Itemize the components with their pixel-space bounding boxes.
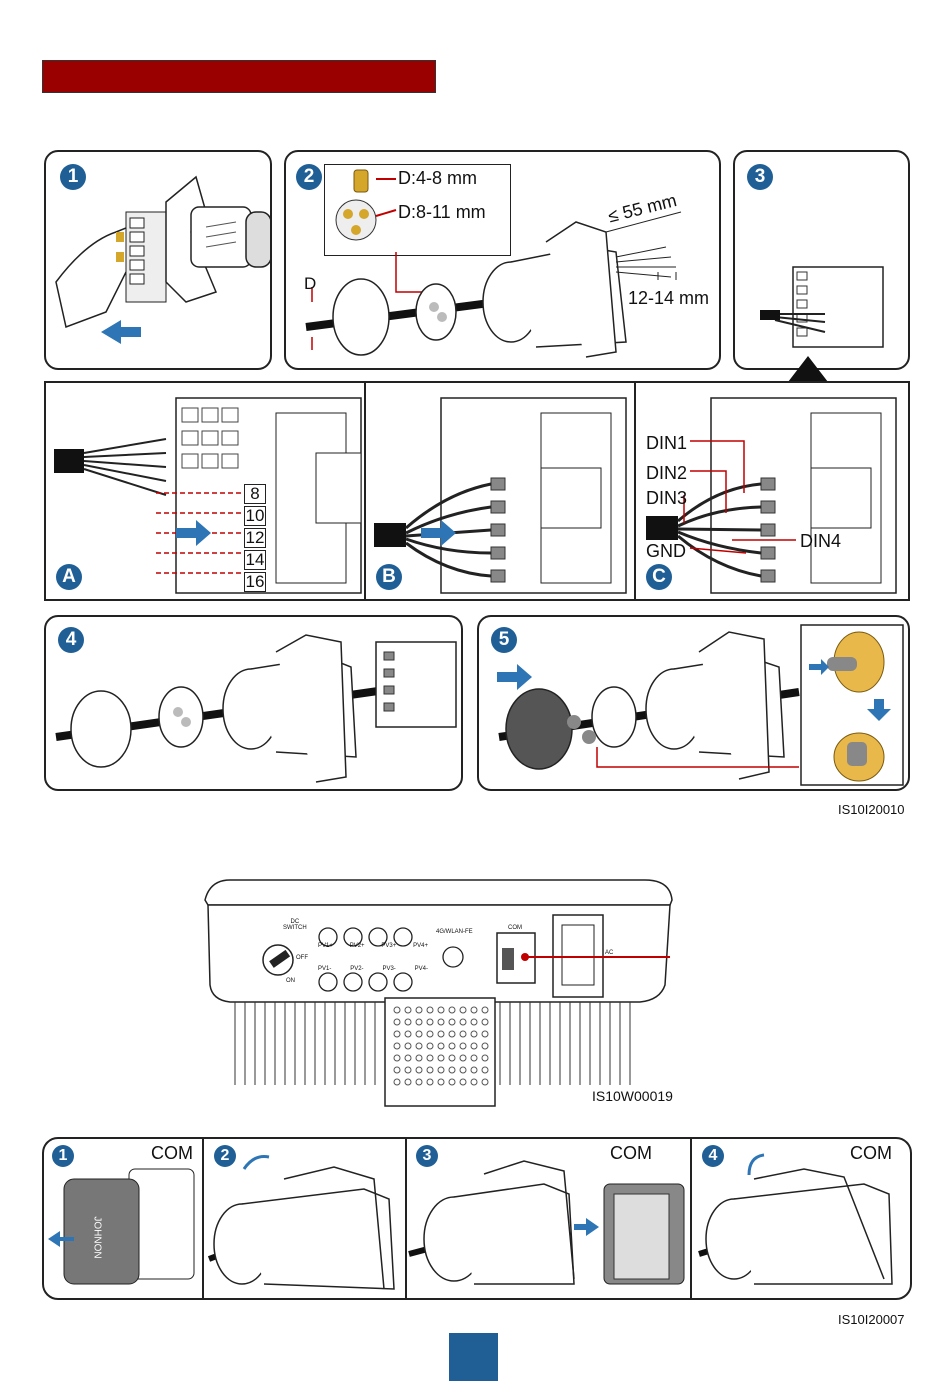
pv-label: PV2- [350, 966, 363, 972]
step-badge-b: B [376, 564, 402, 590]
step-badge-a: A [56, 564, 82, 590]
pv-labels-bottom: PV1- PV2- PV3- PV4- [318, 966, 428, 972]
bottom-step-badge-2: 2 [214, 1145, 236, 1167]
inverter-label-on: ON [286, 978, 295, 984]
pv-label: PV3- [382, 966, 395, 972]
pv-label: PV4+ [413, 943, 428, 949]
assembly-illustration-4 [46, 617, 463, 791]
terminal-block-illustration [735, 152, 910, 370]
terminal-16: 16 [244, 572, 266, 592]
com-label-step-1: COM [151, 1143, 193, 1164]
com-label-step-3: COM [610, 1143, 652, 1164]
page-footer-block [449, 1333, 498, 1381]
bottom-step-badge-4: 4 [702, 1145, 724, 1167]
inverter-label-dc-switch: DC SWITCH [283, 919, 307, 931]
panel-a-illustration [46, 383, 364, 599]
pv-labels-top: PV1+ PV2+ PV3+ PV4+ [318, 943, 428, 949]
inverter-label-comm: 4G/WLAN-FE [436, 929, 473, 935]
cable-prep-illustration [286, 152, 721, 370]
panel-b-illustration [366, 383, 634, 599]
pin-label-gnd: GND [646, 541, 686, 562]
inverter-label-com: COM [508, 925, 522, 931]
terminal-10: 10 [244, 506, 266, 526]
figure-code-3: IS10I20007 [838, 1312, 905, 1327]
inverter-illustration [200, 860, 680, 1110]
com-label-step-4: COM [850, 1143, 892, 1164]
strip-end-label: 12-14 mm [628, 288, 709, 309]
section-title-bar [42, 60, 436, 93]
diameter-label: D [304, 274, 316, 294]
panel-step-4: 4 [44, 615, 463, 791]
panel-step-3: 3 [733, 150, 910, 370]
connector-unplug-illustration [46, 152, 272, 370]
panel-step-5: 5 [477, 615, 910, 791]
pv-label: PV3+ [381, 943, 396, 949]
terminal-numbers: 8 10 12 14 16 [244, 484, 266, 592]
panel-step-1: 1 [44, 150, 272, 370]
step-badge-c: C [646, 564, 672, 590]
pin-label-din4: DIN4 [800, 531, 841, 552]
pv-label: PV1+ [318, 943, 333, 949]
pin-label-din1: DIN1 [646, 433, 687, 454]
bottom-step-badge-3: 3 [416, 1145, 438, 1167]
cap-brand-text: JOHNON [92, 1216, 103, 1258]
pv-label: PV1- [318, 966, 331, 972]
panel-step-2: 2 D:4-8 mm D:8-11 mm D ≤ 55 mm 12-14 mm [284, 150, 721, 370]
pv-label: PV4- [415, 966, 428, 972]
inverter-label-off: OFF [296, 955, 308, 961]
terminal-8: 8 [244, 484, 266, 504]
pin-label-din2: DIN2 [646, 463, 687, 484]
assembly-illustration-5 [479, 617, 910, 791]
seal-small-size: D:4-8 mm [398, 168, 477, 189]
terminal-14: 14 [244, 550, 266, 570]
inverter-label-ac: AC [605, 950, 613, 956]
bottom-step-badge-1: 1 [52, 1145, 74, 1167]
zoom-pointer [788, 356, 828, 382]
figure-code-1: IS10I20010 [838, 802, 905, 817]
terminal-12: 12 [244, 528, 266, 548]
pin-label-din3: DIN3 [646, 488, 687, 509]
pv-label: PV2+ [350, 943, 365, 949]
figure-code-2: IS10W00019 [592, 1088, 673, 1104]
seal-large-size: D:8-11 mm [398, 202, 486, 223]
